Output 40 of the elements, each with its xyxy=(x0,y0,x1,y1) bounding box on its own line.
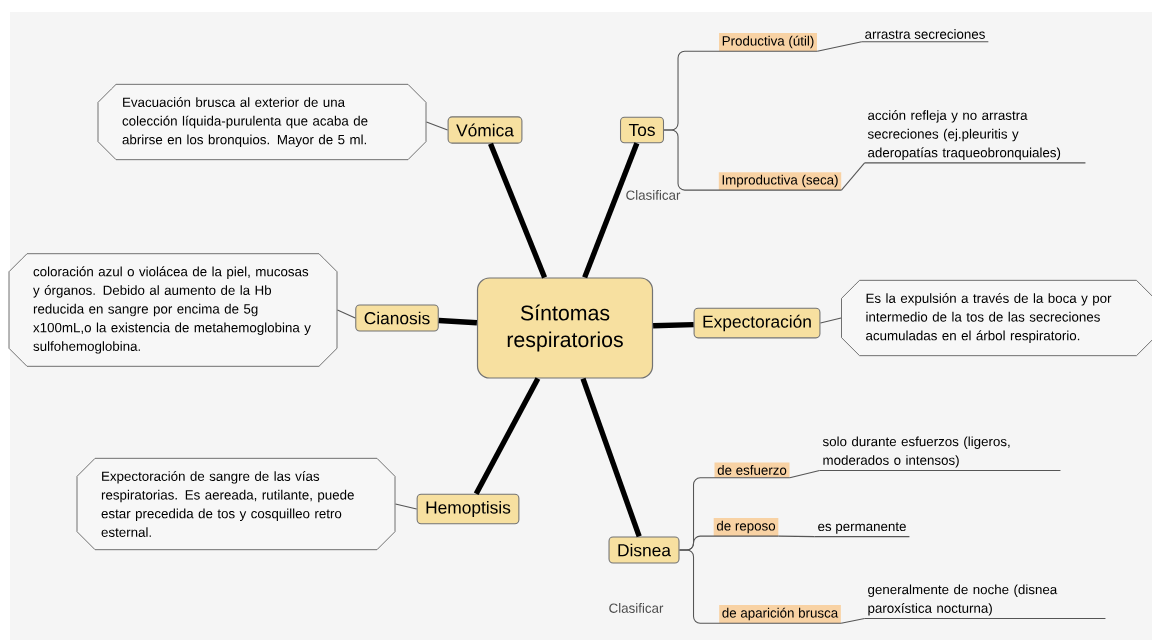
description-box: coloración azul o violácea de la piel, mucosas y órganos. Debido al aumento de la Hb reducida en sangre por encima de 5g x100mL,o la existencia de metahemoglobina y sulfohemoglobina. xyxy=(8,253,338,367)
connector-line xyxy=(778,535,816,538)
connector-line xyxy=(663,129,842,191)
subtopic-label: de aparición brusca xyxy=(719,605,841,623)
branch-line xyxy=(582,142,640,279)
topic-box: Expectoración xyxy=(693,307,821,339)
branch-line xyxy=(473,377,541,495)
subtopic-label: de reposo xyxy=(713,518,779,536)
note-text: generalmente de noche (disnea paroxística nocturna) xyxy=(864,584,1106,620)
connector-line xyxy=(819,317,842,324)
connector-line xyxy=(816,41,863,52)
classify-label: Clasificar xyxy=(626,190,681,200)
topic-box: Disnea xyxy=(608,536,680,564)
connector-line xyxy=(679,549,842,624)
topic-box: Tos xyxy=(620,116,665,144)
note-text: solo durante esfuerzos (ligeros, moderados o intensos) xyxy=(819,436,1061,471)
note-text: es permanente xyxy=(814,522,910,538)
topic-box: Hemoptisis xyxy=(416,493,520,525)
connector-line xyxy=(789,469,821,479)
topic-box: Cianosis xyxy=(355,304,439,332)
subtopic-label: de esfuerzo xyxy=(714,462,790,478)
subtopic-label: Productiva (útil) xyxy=(719,33,817,51)
connector-line xyxy=(840,617,866,624)
branch-line xyxy=(488,142,548,279)
connector-line xyxy=(840,162,866,191)
topic-box: Vómica xyxy=(447,116,523,144)
note-text: acción refleja y no arrastra secreciones (ej.pleuritis y aderopatías traqueobronquiales) xyxy=(864,110,1086,164)
description-box: Evacuación brusca al exterior de una colección líquida-purulenta que acaba de abrirse en los bronquios. Mayor de 5 ml. xyxy=(97,83,427,161)
subtopic-label: Improductiva (seca) xyxy=(718,172,842,190)
central-topic-box: Síntomas respiratorios xyxy=(476,277,654,379)
branch-line xyxy=(580,377,642,538)
connector-line xyxy=(425,121,449,131)
note-text: arrastra secreciones xyxy=(861,29,989,43)
connector-line xyxy=(336,309,356,319)
classify-label: Clasificar xyxy=(609,603,664,613)
branch-line xyxy=(438,317,478,326)
connector-line xyxy=(394,503,418,510)
description-box: Expectoración de sangre de las vías respiratorias. Es aereada, rutilante, puede estar precedida de tos y cosquilleo retro esternal. xyxy=(76,457,396,551)
branch-line xyxy=(653,322,694,329)
description-box: Es la expulsión a través de la boca y por intermedio de la tos de las secreciones acumuladas en el árbol respiratorio. xyxy=(841,279,1152,357)
